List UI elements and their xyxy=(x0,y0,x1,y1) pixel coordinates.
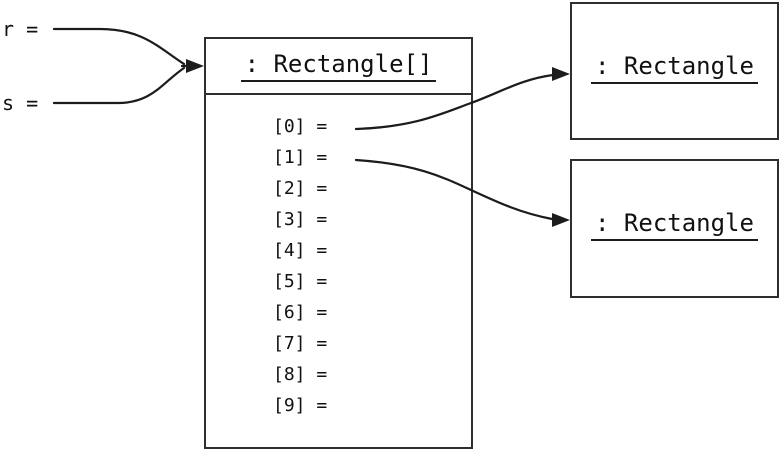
object-box-1-title: : Rectangle xyxy=(591,52,758,84)
arrowhead-into-array-box xyxy=(186,59,204,73)
rectangle-object-box-2: : Rectangle xyxy=(570,159,779,298)
object-box-2-header: : Rectangle xyxy=(572,209,777,241)
arrowhead-into-object-box-1 xyxy=(552,67,570,81)
object-box-2-title: : Rectangle xyxy=(591,209,758,241)
rectangle-array-object-box: : Rectangle[] [0] = [1] = [2] = [3] = [4… xyxy=(204,37,473,449)
array-element-row-5: [5] = xyxy=(273,271,328,292)
array-element-row-8: [8] = xyxy=(273,364,328,385)
reference-curve-r xyxy=(52,27,186,66)
array-element-row-3: [3] = xyxy=(273,209,328,230)
array-element-row-2: [2] = xyxy=(273,178,328,199)
array-element-row-9: [9] = xyxy=(273,395,328,416)
array-element-row-6: [6] = xyxy=(273,302,328,323)
array-element-row-1: [1] = xyxy=(273,147,328,168)
arrowhead-into-object-box-2 xyxy=(552,213,570,227)
variable-label-s: s = xyxy=(2,91,39,115)
variable-label-r: r = xyxy=(2,17,39,41)
array-element-row-0: [0] = xyxy=(273,116,328,137)
rectangle-object-box-1: : Rectangle xyxy=(570,2,779,140)
array-box-title: : Rectangle[] xyxy=(240,50,437,82)
object-box-1-header: : Rectangle xyxy=(572,52,777,84)
array-element-row-7: [7] = xyxy=(273,333,328,354)
array-element-row-4: [4] = xyxy=(273,240,328,261)
reference-curve-s xyxy=(52,66,186,105)
array-element-list: [0] = [1] = [2] = [3] = [4] = [5] = [6] … xyxy=(206,95,471,421)
array-box-header: : Rectangle[] xyxy=(206,39,471,95)
